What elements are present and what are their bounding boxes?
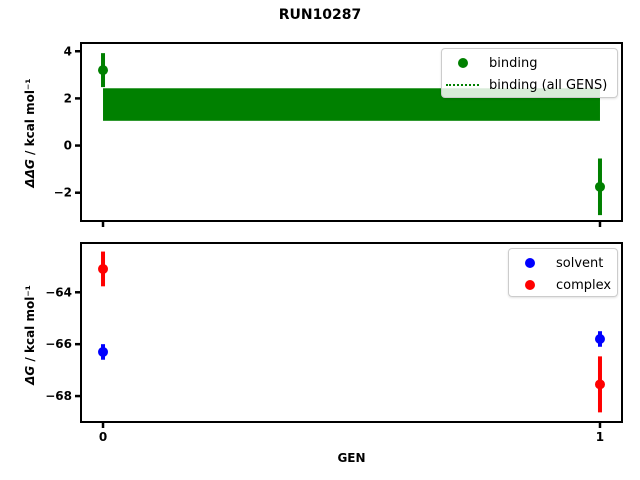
legend-entry-binding-all-gens: binding (all GENS) <box>442 74 617 96</box>
y-tick-label: 0 <box>64 139 72 153</box>
point-solvent <box>98 346 109 357</box>
axes-spines <box>80 42 623 222</box>
x-axis-label: GEN <box>337 451 366 465</box>
complex-dot-icon <box>525 280 535 290</box>
top-y-axis-label: ΔΔG / kcal mol⁻¹ <box>23 53 39 213</box>
top-y-axis-label-units: / kcal mol⁻¹ <box>23 78 37 160</box>
axes-spines <box>80 242 623 423</box>
binding-all-gens-dotted-line-icon <box>446 84 479 86</box>
y-tick-label: −2 <box>54 186 72 200</box>
y-tick-label: 4 <box>64 44 72 58</box>
binding-dot-icon <box>458 58 468 68</box>
y-tick-label: −64 <box>45 285 72 299</box>
legend-entry-complex: complex <box>509 274 617 296</box>
legend-label-binding-all-gens: binding (all GENS) <box>489 77 608 93</box>
x-tick-label: 0 <box>99 430 107 444</box>
legend-entry-solvent: solvent <box>509 252 617 274</box>
point-complex <box>98 263 109 274</box>
bottom-y-axis-label-units: / kcal mol⁻¹ <box>23 285 37 366</box>
legend-binding: binding binding (all GENS) <box>441 48 618 98</box>
point-binding <box>594 181 605 192</box>
point-solvent <box>594 333 605 344</box>
point-complex <box>594 379 605 390</box>
bottom-y-axis-label-math: ΔG <box>23 365 37 385</box>
y-tick-label: −68 <box>45 389 72 403</box>
legend-label-complex: complex <box>556 277 612 293</box>
solvent-dot-icon <box>525 258 535 268</box>
point-binding <box>98 65 109 76</box>
y-tick-label: 2 <box>64 91 72 105</box>
legend-dg: solvent complex <box>508 248 618 297</box>
y-tick-label: −66 <box>45 337 72 351</box>
legend-label-solvent: solvent <box>556 255 604 271</box>
figure-title: RUN10287 <box>278 7 362 23</box>
legend-entry-binding: binding <box>442 52 617 74</box>
top-y-axis-label-math: ΔΔG <box>23 159 37 188</box>
x-tick-label: 1 <box>596 430 604 444</box>
bottom-y-axis-label: ΔG / kcal mol⁻¹ <box>23 255 39 415</box>
legend-label-binding: binding <box>489 55 538 71</box>
